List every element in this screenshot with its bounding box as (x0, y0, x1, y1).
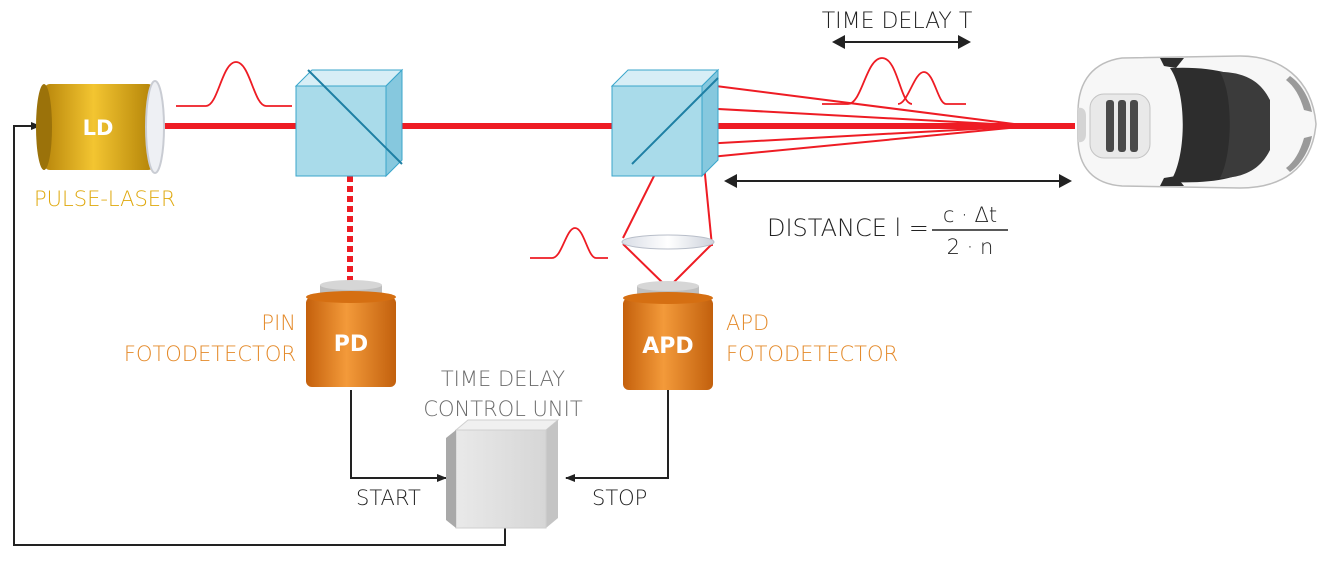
pulse-laser-label: PULSE-LASER (34, 187, 176, 211)
car-top-view-icon (1077, 55, 1317, 189)
laser-window (145, 80, 165, 174)
pulse-waveform-1 (176, 61, 292, 107)
beam-splitter-2 (610, 68, 720, 178)
pin-photodetector: PD (306, 280, 396, 387)
apd-label-line2: FOTODETECTOR (726, 342, 898, 366)
tdcu-label-line2: CONTROL UNIT (423, 397, 582, 421)
pulse-waveform-2 (822, 57, 913, 105)
apd-badge-label: APD (642, 334, 693, 359)
laser-diode: LD (36, 80, 165, 174)
apd-label-line1: APD (726, 311, 769, 335)
formula-denominator: 2 · n (947, 235, 994, 259)
pin-label-line2: FOTODETECTOR (124, 342, 296, 366)
ld-label: LD (83, 116, 114, 140)
beam-splitter-1 (294, 68, 404, 178)
stop-line (565, 390, 669, 482)
time-delay-label: TIME DELAY T (822, 9, 973, 34)
feedback-line (13, 122, 506, 546)
pin-label-line1: PIN (261, 311, 296, 335)
apd-photodetector: APD (623, 281, 713, 390)
pulse-waveform-3 (897, 71, 966, 105)
stop-label: STOP (592, 486, 647, 510)
time-delay-control-unit (446, 419, 560, 529)
tdcu-label-line1: TIME DELAY (441, 367, 565, 391)
pulse-waveform-4 (530, 227, 608, 259)
start-label: START (356, 486, 421, 510)
distance-label: DISTANCE l = (767, 214, 929, 242)
pd-label: PD (334, 332, 368, 357)
formula-numerator: c · Δt (943, 203, 997, 227)
focusing-lens-icon (621, 234, 715, 250)
start-line (350, 390, 447, 482)
